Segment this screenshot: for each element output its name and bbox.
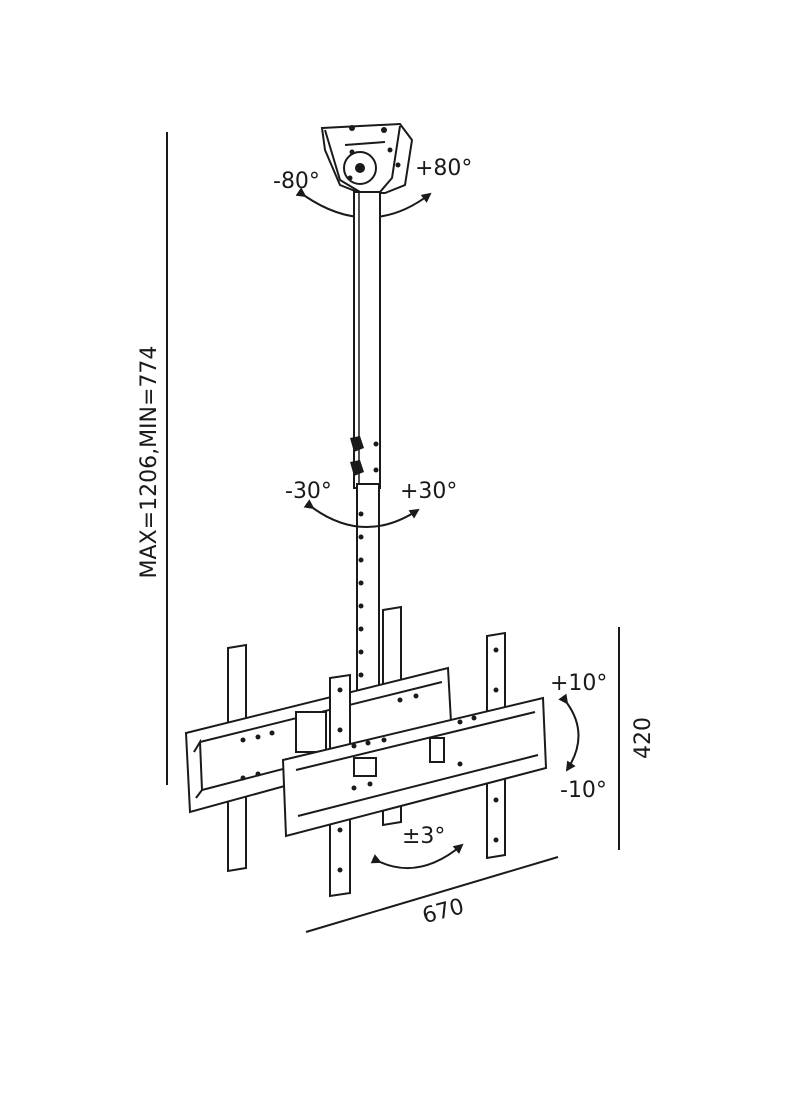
height-dimension-label: MAX=1206,MIN=774 — [137, 346, 162, 579]
width-dimension-line — [305, 856, 559, 933]
tilt-down-label: -10° — [560, 778, 607, 803]
mid-left-angle-label: -30° — [285, 479, 332, 504]
ceiling-bracket — [320, 122, 414, 194]
pole-hole — [373, 441, 379, 447]
mid-rotation-arc — [303, 499, 420, 528]
tilt-arc — [558, 693, 580, 772]
pole-lock-knob — [350, 436, 364, 452]
width-dimension-label: 670 — [420, 894, 467, 929]
level-adjust-arc — [370, 843, 464, 870]
panel-height-label: 420 — [631, 717, 656, 759]
pole-lock-knob — [350, 460, 364, 476]
mid-right-angle-label: +30° — [400, 479, 457, 504]
level-adjust-label: ±3° — [402, 824, 445, 849]
front-tv-bracket — [281, 631, 548, 898]
top-right-angle-label: +80° — [415, 156, 472, 181]
tilt-up-label: +10° — [550, 671, 607, 696]
top-left-angle-label: -80° — [273, 169, 320, 194]
pole-hole — [373, 467, 379, 473]
